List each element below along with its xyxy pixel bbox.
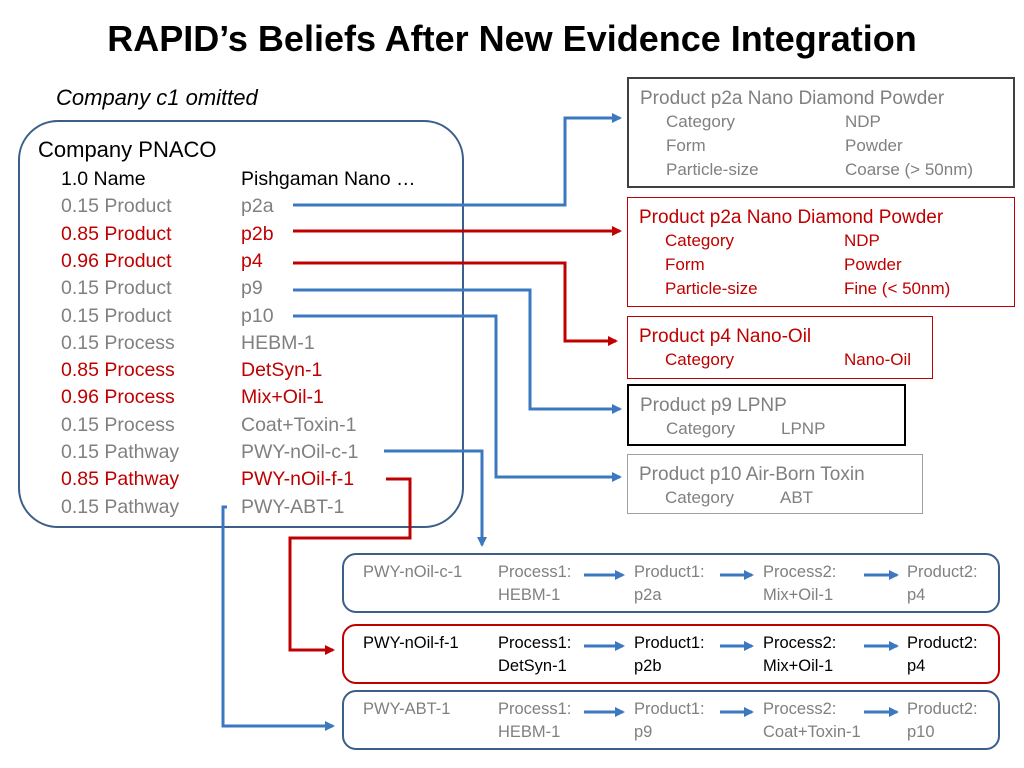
company-row-value: p2a xyxy=(241,195,274,218)
company-row-label: 0.15 Pathway xyxy=(61,495,180,518)
company-row-label: 0.85 Pathway xyxy=(61,468,180,491)
product-title: Product p2a Nano Diamond Powder xyxy=(639,207,944,228)
company-row-label: 0.15 Pathway xyxy=(61,441,180,463)
company-row-label: 0.15 Process xyxy=(61,413,175,436)
pathway-name: PWY-ABT-1 xyxy=(363,700,451,718)
pathway-step-label: Process1: xyxy=(498,700,572,718)
pathway-box: PWY-ABT-1 Process1: HEBM-1 Product1: p9 Proce… xyxy=(342,690,1000,750)
pathway-step-label: Product2: xyxy=(907,700,978,718)
company-header: Company PNACO xyxy=(38,137,217,162)
company-row-label: 0.15 Product xyxy=(61,304,172,327)
pathway-step-label: Product2: xyxy=(907,634,978,652)
pathway-step-value: Mix+Oil-1 xyxy=(763,657,834,675)
pathway-name: PWY-nOil-f-1 xyxy=(363,634,459,652)
product-attr-key: Category xyxy=(666,419,735,438)
pathway-step-label: Product2: xyxy=(907,563,978,581)
pathway-step-label: Product1: xyxy=(634,634,705,652)
pathway-step-value: HEBM-1 xyxy=(498,723,561,741)
company-row-label: 1.0 Name xyxy=(61,168,146,190)
product-attr-key: Form xyxy=(666,136,706,155)
product-title: Product p9 LPNP xyxy=(640,395,787,416)
subtitle: Company c1 omitted xyxy=(56,85,258,110)
company-row-label: 0.15 Process xyxy=(61,331,175,354)
product-attr-value: ABT xyxy=(780,488,814,507)
product-attr-key: Particle-size xyxy=(666,160,759,179)
pathway-step-label: Process1: xyxy=(498,563,572,581)
company-row-label: 0.96 Product xyxy=(61,249,172,272)
company-row-label: 0.15 Product xyxy=(61,195,172,218)
product-attr-key: Category xyxy=(665,350,734,369)
company-row-value: Coat+Toxin-1 xyxy=(241,413,357,436)
pathway-step-value: p10 xyxy=(907,723,935,741)
pathway-step-value: Mix+Oil-1 xyxy=(763,586,834,604)
pathway-box: PWY-nOil-f-1 Process1: DetSyn-1 Product1: p2… xyxy=(342,624,1000,684)
company-row-value: PWY-ABT-1 xyxy=(241,495,345,518)
company-row-value: p9 xyxy=(241,277,263,300)
company-row-label: 0.85 Product xyxy=(61,222,172,245)
product-attr-value: LPNP xyxy=(781,419,826,438)
company-row-value: PWY-nOil-f-1 xyxy=(241,468,355,491)
company-row-label: 0.96 Process xyxy=(61,386,175,409)
product-title: Product p4 Nano-Oil xyxy=(639,326,812,347)
pathway-name: PWY-nOil-c-1 xyxy=(363,563,463,581)
product-attr-key: Form xyxy=(665,255,705,274)
product-title: Product p10 Air-Born Toxin xyxy=(639,464,865,485)
pathway-step-label: Process1: xyxy=(498,634,572,652)
company-row-value: DetSyn-1 xyxy=(241,359,323,382)
pathway-step-label: Product1: xyxy=(634,563,705,581)
pathway-step-value: p4 xyxy=(907,657,926,675)
pathway-step-value: p4 xyxy=(907,586,926,604)
pathway-step-label: Process2: xyxy=(763,700,837,718)
product-title: Product p2a Nano Diamond Powder xyxy=(640,88,945,109)
company-row-value: p10 xyxy=(241,304,274,327)
company-row-value: p4 xyxy=(241,249,263,272)
product-attr-key: Category xyxy=(666,112,735,131)
pathway-step-value: HEBM-1 xyxy=(498,586,561,604)
company-row-value: PWY-nOil-c-1 xyxy=(241,441,359,463)
pathway-box: PWY-nOil-c-1 Process1: HEBM-1 Product1: p2a P… xyxy=(342,553,1000,613)
company-row-label: 0.15 Product xyxy=(61,277,172,300)
pathway-step-label: Product1: xyxy=(634,700,705,718)
company-row-value: HEBM-1 xyxy=(241,331,315,354)
pathway-step-label: Process2: xyxy=(763,563,837,581)
product-attr-key: Particle-size xyxy=(665,279,758,298)
product-attr-value: Powder xyxy=(844,255,902,274)
pathway-step-value: p2a xyxy=(634,586,662,604)
company-row-value: Pishgaman Nano … xyxy=(241,168,416,190)
pathway-step-value: DetSyn-1 xyxy=(498,657,567,675)
product-attr-value: Powder xyxy=(845,136,903,155)
pathway-step-value: p9 xyxy=(634,723,653,741)
product-attr-key: Category xyxy=(665,488,734,507)
company-row-value: Mix+Oil-1 xyxy=(241,386,324,409)
product-attr-value: Fine (< 50nm) xyxy=(844,279,951,298)
product-attr-value: NDP xyxy=(844,231,880,250)
connector-arrow xyxy=(221,505,335,731)
product-box: Product p9 LPNP Category LPNP xyxy=(627,384,906,446)
product-attr-value: NDP xyxy=(845,112,881,131)
page-title: RAPID’s Beliefs After New Evidence Integ… xyxy=(107,18,917,59)
product-attr-value: Nano-Oil xyxy=(844,350,912,369)
company-row-label: 0.85 Process xyxy=(61,359,175,382)
company-row-value: p2b xyxy=(241,222,274,245)
pathway-step-value: p2b xyxy=(634,657,662,675)
pathway-step-label: Process2: xyxy=(763,634,837,652)
product-attr-value: Coarse (> 50nm) xyxy=(845,160,974,179)
pathway-step-value: Coat+Toxin-1 xyxy=(763,723,861,741)
product-attr-key: Category xyxy=(665,231,734,250)
